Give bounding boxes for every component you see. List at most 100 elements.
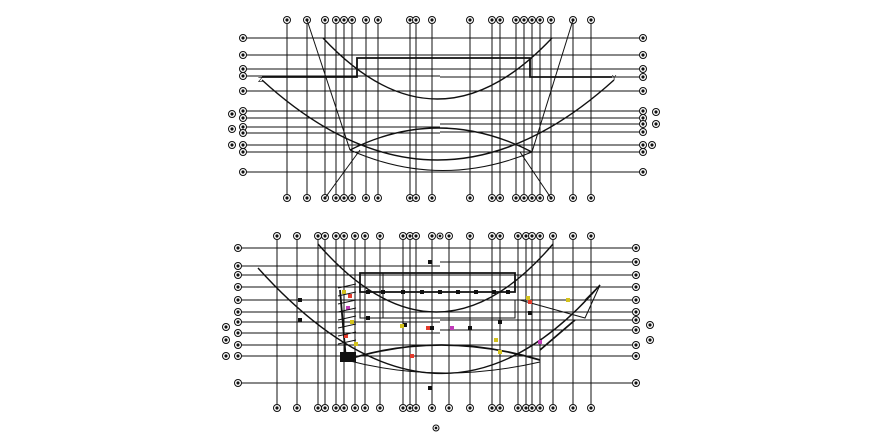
service-marker	[400, 324, 404, 328]
grid-bubble-dot	[363, 234, 367, 238]
service-marker	[494, 338, 498, 342]
lower-plan	[222, 232, 654, 432]
structural-column	[428, 260, 432, 264]
grid-bubble-dot	[641, 67, 645, 71]
grid-bubble-dot	[468, 406, 472, 410]
grid-bubble-dot	[236, 381, 240, 385]
grid-bubble-dot	[236, 343, 240, 347]
grid-bubble-dot	[530, 406, 534, 410]
grid-bubble-dot	[468, 234, 472, 238]
grid-bubble-dot	[241, 143, 245, 147]
service-marker	[354, 342, 358, 346]
grid-bubble-dot	[447, 234, 451, 238]
grid-bubble-dot	[468, 18, 472, 22]
grid-bubble-dot	[516, 234, 520, 238]
service-marker	[344, 334, 348, 338]
grid-bubble-dot	[323, 406, 327, 410]
brace-line	[519, 151, 552, 199]
grid-bubble-dot	[589, 234, 593, 238]
grid-bubble-dot	[538, 18, 542, 22]
grid-bubble-dot	[641, 143, 645, 147]
service-marker	[426, 326, 430, 330]
grid-bubble-dot	[524, 234, 528, 238]
grid-bubble-dot	[438, 234, 442, 238]
grid-bubble-dot	[363, 406, 367, 410]
grid-bubble-dot	[530, 196, 534, 200]
grid-bubble-dot	[589, 18, 593, 22]
stair-tread	[337, 323, 357, 329]
grid-bubble-dot	[230, 127, 234, 131]
structural-column	[506, 290, 510, 294]
grid-bubble-dot	[498, 18, 502, 22]
grid-bubble-dot	[430, 234, 434, 238]
grid-bubble-dot	[224, 325, 228, 329]
grid-bubble-dot	[430, 18, 434, 22]
grid-bubble-dot	[634, 273, 638, 277]
grid-bubble-dot	[634, 328, 638, 332]
grid-bubble-dot	[634, 246, 638, 250]
building-wall-top	[359, 272, 516, 293]
service-marker	[528, 300, 532, 304]
grid-bubble-dot	[530, 18, 534, 22]
grid-bubble-dot	[353, 406, 357, 410]
grid-bubble-dot	[408, 196, 412, 200]
grid-bubble-dot	[285, 196, 289, 200]
grid-bubble-dot	[224, 338, 228, 342]
grid-bubble-dot	[275, 406, 279, 410]
grid-bubble-dot	[241, 53, 245, 57]
structural-column	[456, 290, 460, 294]
grid-bubble-dot	[634, 260, 638, 264]
grid-bubble-dot	[334, 234, 338, 238]
grid-bubble-dot	[401, 234, 405, 238]
structural-column	[401, 290, 405, 294]
grid-bubble-dot	[490, 18, 494, 22]
grid-bubble-dot	[634, 310, 638, 314]
grid-bubble-dot	[571, 234, 575, 238]
service-marker	[346, 306, 350, 310]
grid-bubble-dot	[316, 406, 320, 410]
grid-bubble-dot	[236, 264, 240, 268]
grid-bubble-dot	[641, 89, 645, 93]
stair-tread	[337, 291, 357, 297]
grid-bubble-dot	[364, 18, 368, 22]
grid-bubble-dot	[498, 234, 502, 238]
grid-bubble-dot	[514, 18, 518, 22]
service-marker	[526, 296, 530, 300]
lower-inner-arc	[317, 243, 554, 313]
stair-tread	[337, 315, 357, 321]
grid-bubble-dot	[641, 109, 645, 113]
grid-bubble-dot	[316, 234, 320, 238]
grid-bubble-dot	[305, 196, 309, 200]
service-marker	[538, 340, 542, 344]
stair-tread	[337, 283, 357, 289]
grid-bubble-dot	[230, 112, 234, 116]
service-marker	[342, 290, 346, 294]
left-stair-wall	[339, 289, 347, 361]
brace-line	[324, 149, 361, 199]
grid-bubble-dot	[648, 323, 652, 327]
side-mark-right: Y	[611, 74, 617, 82]
upper-lens-bottom	[349, 149, 533, 171]
grid-bubble-dot	[342, 406, 346, 410]
brace-line	[531, 19, 574, 153]
grid-bubble-dot	[641, 122, 645, 126]
grid-bubble-dot	[334, 196, 338, 200]
grid-bubble-dot	[241, 116, 245, 120]
grid-bubble-dot	[408, 234, 412, 238]
grid-bubble-dot	[401, 406, 405, 410]
brace-line	[306, 19, 351, 151]
structural-column	[468, 326, 472, 330]
grid-bubble-dot	[524, 406, 528, 410]
grid-bubble-dot	[549, 18, 553, 22]
service-marker	[450, 326, 454, 330]
stair-landing	[340, 352, 356, 362]
grid-bubble-dot	[236, 298, 240, 302]
grid-bubble-dot	[408, 406, 412, 410]
grid-bubble-dot	[236, 285, 240, 289]
grid-bubble-dot	[342, 234, 346, 238]
grid-bubble-dot	[468, 196, 472, 200]
grid-bubble-dot	[241, 74, 245, 78]
grid-bubble-dot	[522, 18, 526, 22]
structural-column	[403, 323, 407, 327]
